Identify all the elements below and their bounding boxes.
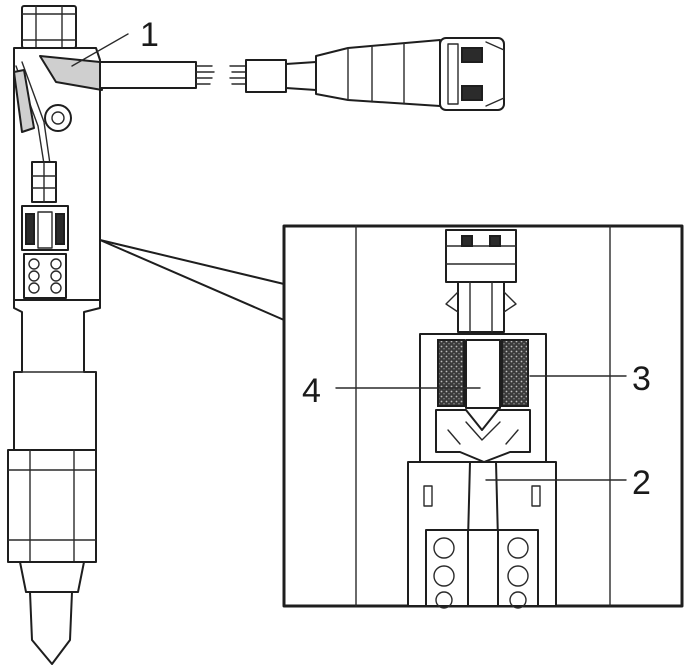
injector-body: [7, 5, 103, 665]
zoom-wedge: [99, 239, 285, 321]
callout-4: 4: [302, 372, 321, 410]
callout-1: 1: [140, 16, 159, 54]
callout-3: 3: [632, 360, 651, 398]
callout-2: 2: [632, 464, 651, 502]
leader-lines: [71, 33, 627, 481]
detail-inset: [282, 224, 684, 609]
connector-cable: [99, 37, 505, 111]
